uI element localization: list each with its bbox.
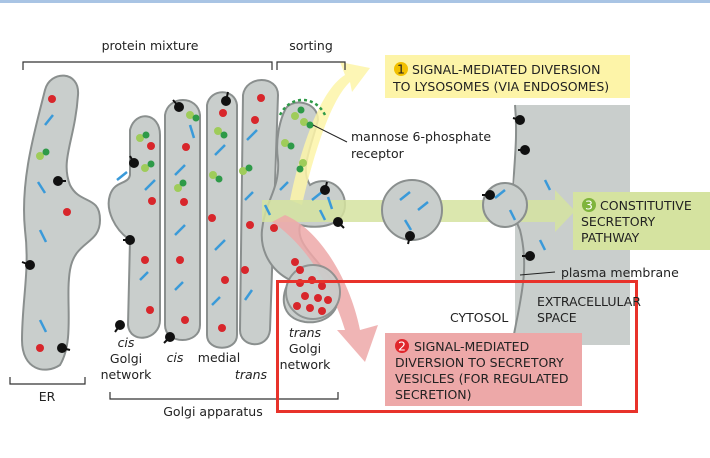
cis-cisterna [164, 99, 201, 341]
receptor-leader [312, 124, 348, 143]
pathway-1-line-2: TO LYSOSOMES (VIA ENDOSOMES) [392, 79, 609, 94]
trans-label: trans [235, 367, 268, 382]
pathway-2-line-4: SECRETION) [395, 387, 472, 402]
plasma-membrane-label: plasma membrane [561, 265, 679, 280]
cis-golgi-network [107, 115, 161, 339]
plasma-membrane-leader [519, 271, 556, 276]
pathway-2-line-3: VESICLES (FOR REGULATED [395, 371, 569, 386]
er-bracket [9, 377, 86, 385]
er-label: ER [39, 389, 56, 404]
pathway-3-line-2: SECRETORY [581, 214, 656, 229]
mannose-label-line-2: receptor [351, 146, 405, 161]
cis-golgi-label-1: cis [118, 335, 135, 350]
protein-mixture-bracket [22, 61, 273, 70]
constitutive-cargo-bars [36, 114, 552, 333]
plasma-membrane [511, 104, 526, 346]
er-organelle [20, 74, 102, 371]
pathway-1-badge [394, 62, 408, 76]
pathway-3-line-1: CONSTITUTIVE [600, 198, 692, 213]
fusing-vesicle [482, 182, 528, 228]
extracellular-label-line-1: EXTRACELLULAR [537, 294, 641, 309]
cis-label: cis [167, 350, 184, 365]
pathway-2-number: 2 [398, 339, 406, 354]
cis-golgi-label-2: Golgi [110, 351, 142, 366]
sorting-label: sorting [289, 38, 333, 53]
mannose-label-line-1: mannose 6-phosphate [351, 129, 491, 144]
golgi-apparatus-label: Golgi apparatus [163, 404, 263, 419]
pathway-3-badge [582, 198, 596, 212]
medial-cisterna [206, 91, 238, 349]
lysosomal-cargo-dots [36, 106, 314, 192]
pathway-2-badge [395, 339, 409, 353]
pathway-2-line-1: SIGNAL-MEDIATED [414, 339, 529, 354]
lysosome-pathway-arrow [290, 62, 370, 205]
pathway-2-line-2: DIVERSION TO SECRETORY [395, 355, 564, 370]
trans-cisterna [238, 79, 280, 346]
cis-golgi-label-3: network [101, 367, 153, 382]
golgi-apparatus-bracket [109, 392, 339, 400]
regulated-secretion-arrow [272, 215, 378, 362]
cytosol-label: CYTOSOL [450, 310, 508, 325]
top-border [0, 0, 710, 3]
membrane-protein-markers [21, 91, 535, 353]
sorting-bracket [276, 61, 346, 70]
pathway-3-line-3: PATHWAY [581, 230, 640, 245]
highlight-box [276, 280, 638, 413]
pathway-2-box [385, 333, 582, 406]
protein-mixture-label: protein mixture [102, 38, 199, 53]
trans-golgi-label-1: trans [289, 325, 322, 340]
pathway-3-box [573, 192, 710, 250]
trans-golgi-label-3: network [280, 357, 332, 372]
transport-vesicle [381, 179, 443, 241]
pathway-1-line-1: SIGNAL-MEDIATED DIVERSION [412, 62, 600, 77]
pathway-1-number: 1 [397, 62, 405, 77]
secretory-vesicle [285, 264, 341, 320]
pathway-3-number: 3 [585, 198, 593, 213]
extracellular-label-line-2: SPACE [537, 310, 577, 325]
medial-label: medial [198, 350, 240, 365]
trans-golgi-label-2: Golgi [289, 341, 321, 356]
pathway-1-box [385, 55, 630, 98]
